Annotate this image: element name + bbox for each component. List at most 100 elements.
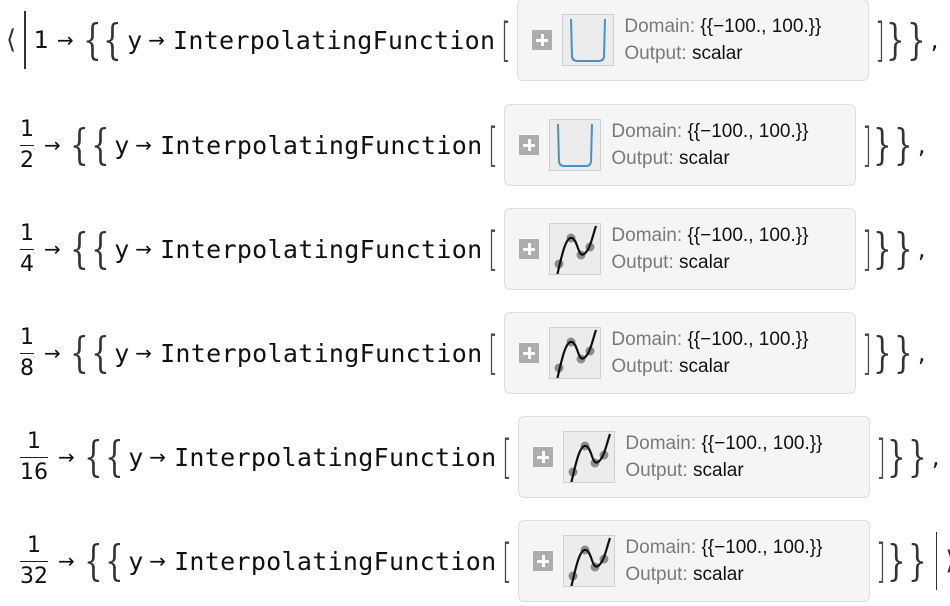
output-line: Output: scalar: [625, 457, 822, 484]
open-brace: {: [104, 536, 124, 585]
output-line: Output: scalar: [625, 561, 822, 588]
summary-info: Domain: {{−100., 100.}}Output: scalar: [625, 534, 822, 588]
close-brace: }: [887, 536, 907, 585]
open-brace: {: [90, 120, 110, 169]
domain-label: Domain:: [611, 329, 683, 350]
rule-arrow: →: [149, 549, 167, 573]
close-brace: }: [894, 120, 913, 169]
domain-value: {{−100., 100.}}: [687, 329, 809, 350]
open-brace: {: [83, 432, 103, 481]
interpolating-function-summary-box[interactable]: Domain: {{−100., 100.}}Output: scalar: [517, 0, 870, 81]
denominator: 16: [20, 459, 48, 485]
fraction-bar: [20, 248, 34, 250]
function-name: InterpolatingFunction: [160, 338, 483, 368]
close-brace: }: [873, 328, 893, 377]
cubic-curve-icon: [563, 535, 616, 589]
denominator: 4: [20, 251, 34, 277]
numerator: 1: [20, 220, 34, 246]
interpolating-function-summary-box[interactable]: Domain: {{−100., 100.}} Output: scalar: [504, 312, 857, 394]
rule-arrow: →: [135, 237, 153, 261]
variable: y: [114, 338, 130, 368]
fraction-bar: [20, 352, 34, 354]
interpolating-function-summary-box[interactable]: Domain: {{−100., 100.}}Output: scalar: [504, 104, 857, 186]
output-value: scalar: [679, 356, 730, 377]
interpolating-function-summary-box[interactable]: Domain: {{−100., 100.}}Output: scalar: [518, 416, 871, 498]
numerator: 1: [20, 324, 34, 350]
open-brace: {: [69, 120, 89, 169]
close-brace: }: [886, 15, 906, 64]
open-brace: {: [69, 328, 89, 377]
summary-info: Domain: {{−100., 100.}}Output: scalar: [611, 118, 808, 172]
open-bracket: [: [501, 13, 512, 67]
comma: ,: [917, 131, 926, 159]
numerator: 1: [27, 428, 41, 454]
variable: y: [128, 546, 144, 576]
domain-label: Domain:: [611, 225, 683, 246]
denominator: 2: [20, 147, 34, 173]
rule-row: ⟨1→{{y→InterpolatingFunction[Domain: {{−…: [6, 0, 938, 85]
output-label: Output:: [611, 356, 674, 377]
output-label: Output:: [625, 564, 688, 585]
domain-value: {{−100., 100.}}: [701, 537, 823, 558]
output-value: scalar: [693, 564, 744, 585]
open-bracket: [: [488, 118, 499, 172]
comma: ,: [930, 26, 939, 54]
output-line: Output: scalar: [611, 145, 808, 172]
function-name: InterpolatingFunction: [173, 25, 496, 55]
output-line: Output: scalar: [611, 353, 808, 380]
close-brace: }: [873, 120, 893, 169]
expand-plus-icon[interactable]: [519, 343, 540, 363]
domain-value: {{−100., 100.}}: [687, 225, 809, 246]
close-association-bar: [935, 532, 938, 590]
close-bracket: ]: [876, 534, 887, 588]
close-bracket: ]: [862, 326, 873, 380]
summary-info: Domain: {{−100., 100.}}Output: scalar: [625, 430, 822, 484]
rule-arrow: →: [58, 549, 75, 573]
open-bracket: [: [502, 430, 513, 484]
open-brace: {: [90, 224, 110, 273]
domain-line: Domain: {{−100., 100.}}: [625, 534, 822, 561]
interpolating-function-summary-box[interactable]: Domain: {{−100., 100.}}Output: scalar: [504, 208, 857, 290]
domain-label: Domain:: [611, 121, 683, 142]
expand-plus-icon[interactable]: [519, 239, 540, 259]
rule-key: 1: [33, 26, 49, 54]
denominator: 8: [20, 355, 34, 381]
function-name: InterpolatingFunction: [160, 130, 483, 160]
open-brace: {: [90, 328, 110, 377]
output-label: Output:: [611, 148, 674, 169]
interpolating-function-summary-box[interactable]: Domain: {{−100., 100.}}Output: scalar: [518, 520, 871, 602]
open-brace: {: [69, 224, 89, 273]
domain-label: Domain:: [625, 537, 697, 558]
open-angle-bracket: ⟨: [6, 25, 17, 55]
open-brace: {: [103, 15, 123, 64]
close-angle-bracket: ⟩: [945, 546, 950, 576]
close-bracket: ]: [862, 222, 873, 276]
expand-plus-icon[interactable]: [519, 135, 540, 155]
rule-arrow: →: [44, 341, 61, 365]
close-bracket: ]: [862, 118, 873, 172]
output-value: scalar: [679, 148, 730, 169]
comma: ,: [931, 443, 940, 471]
comma: ,: [917, 235, 926, 263]
open-bracket: [: [488, 326, 499, 380]
open-brace: {: [82, 15, 102, 64]
expand-plus-icon[interactable]: [533, 551, 554, 571]
output-line: Output: scalar: [624, 40, 821, 67]
summary-info: Domain: {{−100., 100.}} Output: scalar: [611, 326, 808, 380]
expand-plus-icon[interactable]: [532, 30, 553, 50]
close-bracket: ]: [876, 430, 887, 484]
expand-plus-icon[interactable]: [533, 447, 554, 467]
cubic-curve-icon: [563, 431, 616, 485]
cubic-curve-icon: [549, 327, 602, 381]
domain-line: Domain: {{−100., 100.}}: [624, 13, 821, 40]
domain-line: Domain: {{−100., 100.}}: [611, 222, 808, 249]
domain-line: Domain: {{−100., 100.}}: [611, 118, 808, 145]
cubic-curve-icon: [549, 223, 602, 277]
